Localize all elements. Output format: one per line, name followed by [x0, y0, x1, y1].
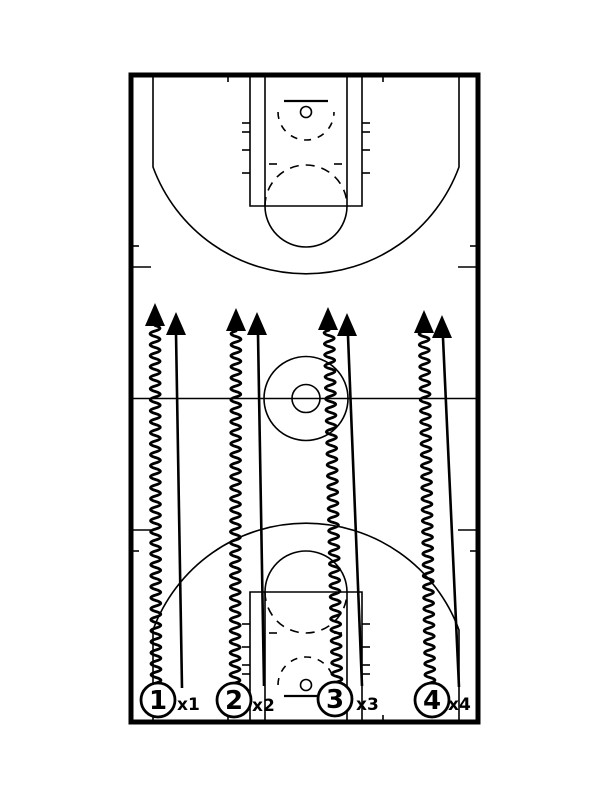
sprint-line-2 — [256, 333, 266, 687]
sideline-hash-marks-top — [131, 245, 478, 268]
defender-3-label: x3 — [356, 695, 379, 715]
center-circle-outer — [263, 355, 349, 442]
dribble-path-3 — [322, 328, 344, 684]
sprint-arrowhead-1 — [166, 312, 186, 335]
lane-hash-marks-bottom — [242, 623, 370, 675]
lane-outer-top — [249, 75, 363, 207]
drill-lane-1: 1 x1 — [139, 303, 200, 719]
defender-4-label: x4 — [448, 695, 471, 715]
player-3-number: 3 — [326, 685, 344, 715]
dribble-arrowhead-1 — [145, 303, 165, 326]
player-4-number: 4 — [423, 686, 441, 716]
player-4-marker — [413, 681, 451, 719]
sprint-line-3 — [346, 335, 364, 687]
defender-2-label: x2 — [252, 696, 275, 716]
lane-hash-marks-top — [242, 122, 370, 174]
sprint-line-1 — [174, 332, 184, 689]
free-throw-circle-bottom-solid — [264, 550, 348, 593]
rim-top — [299, 105, 313, 119]
dribble-path-4 — [417, 329, 437, 685]
rim-bottom — [299, 678, 313, 692]
sprint-arrowhead-2 — [247, 312, 267, 335]
player-1-number: 1 — [149, 686, 167, 716]
defender-1-label: x1 — [177, 695, 200, 715]
drill-lane-2: 2 x2 — [215, 308, 275, 719]
sprint-arrowhead-3 — [337, 313, 357, 336]
player-2-number: 2 — [225, 686, 243, 716]
court-boundary — [128, 72, 481, 725]
drill-lanes: 1 x1 2 x2 3 x3 — [139, 303, 471, 719]
dribble-arrowhead-4 — [414, 310, 434, 333]
restricted-arc-bottom — [277, 656, 335, 686]
drill-lane-3: 3 x3 — [316, 307, 379, 718]
sprint-arrowhead-4 — [432, 315, 452, 338]
sprint-line-4 — [441, 337, 461, 688]
drill-lane-4: 4 x4 — [413, 310, 471, 719]
player-1-marker — [139, 681, 177, 719]
three-point-line-bottom — [152, 522, 460, 722]
dribble-path-2 — [228, 329, 243, 685]
player-2-marker — [215, 681, 253, 719]
court — [128, 72, 481, 725]
sideline-hash-marks-bottom — [131, 529, 478, 552]
center-circle-inner — [291, 383, 321, 414]
restricted-arc-top — [277, 111, 335, 141]
dribble-path-1 — [148, 324, 163, 685]
dribble-arrowhead-2 — [226, 308, 246, 331]
top-half-court — [131, 75, 478, 275]
three-point-line-top — [152, 75, 460, 275]
dribble-arrowhead-3 — [318, 307, 338, 330]
free-throw-circle-bottom-dashed — [264, 591, 348, 634]
free-throw-circle-top-dashed — [264, 164, 348, 207]
free-throw-circle-top-solid — [264, 205, 348, 248]
player-3-marker — [316, 680, 354, 718]
